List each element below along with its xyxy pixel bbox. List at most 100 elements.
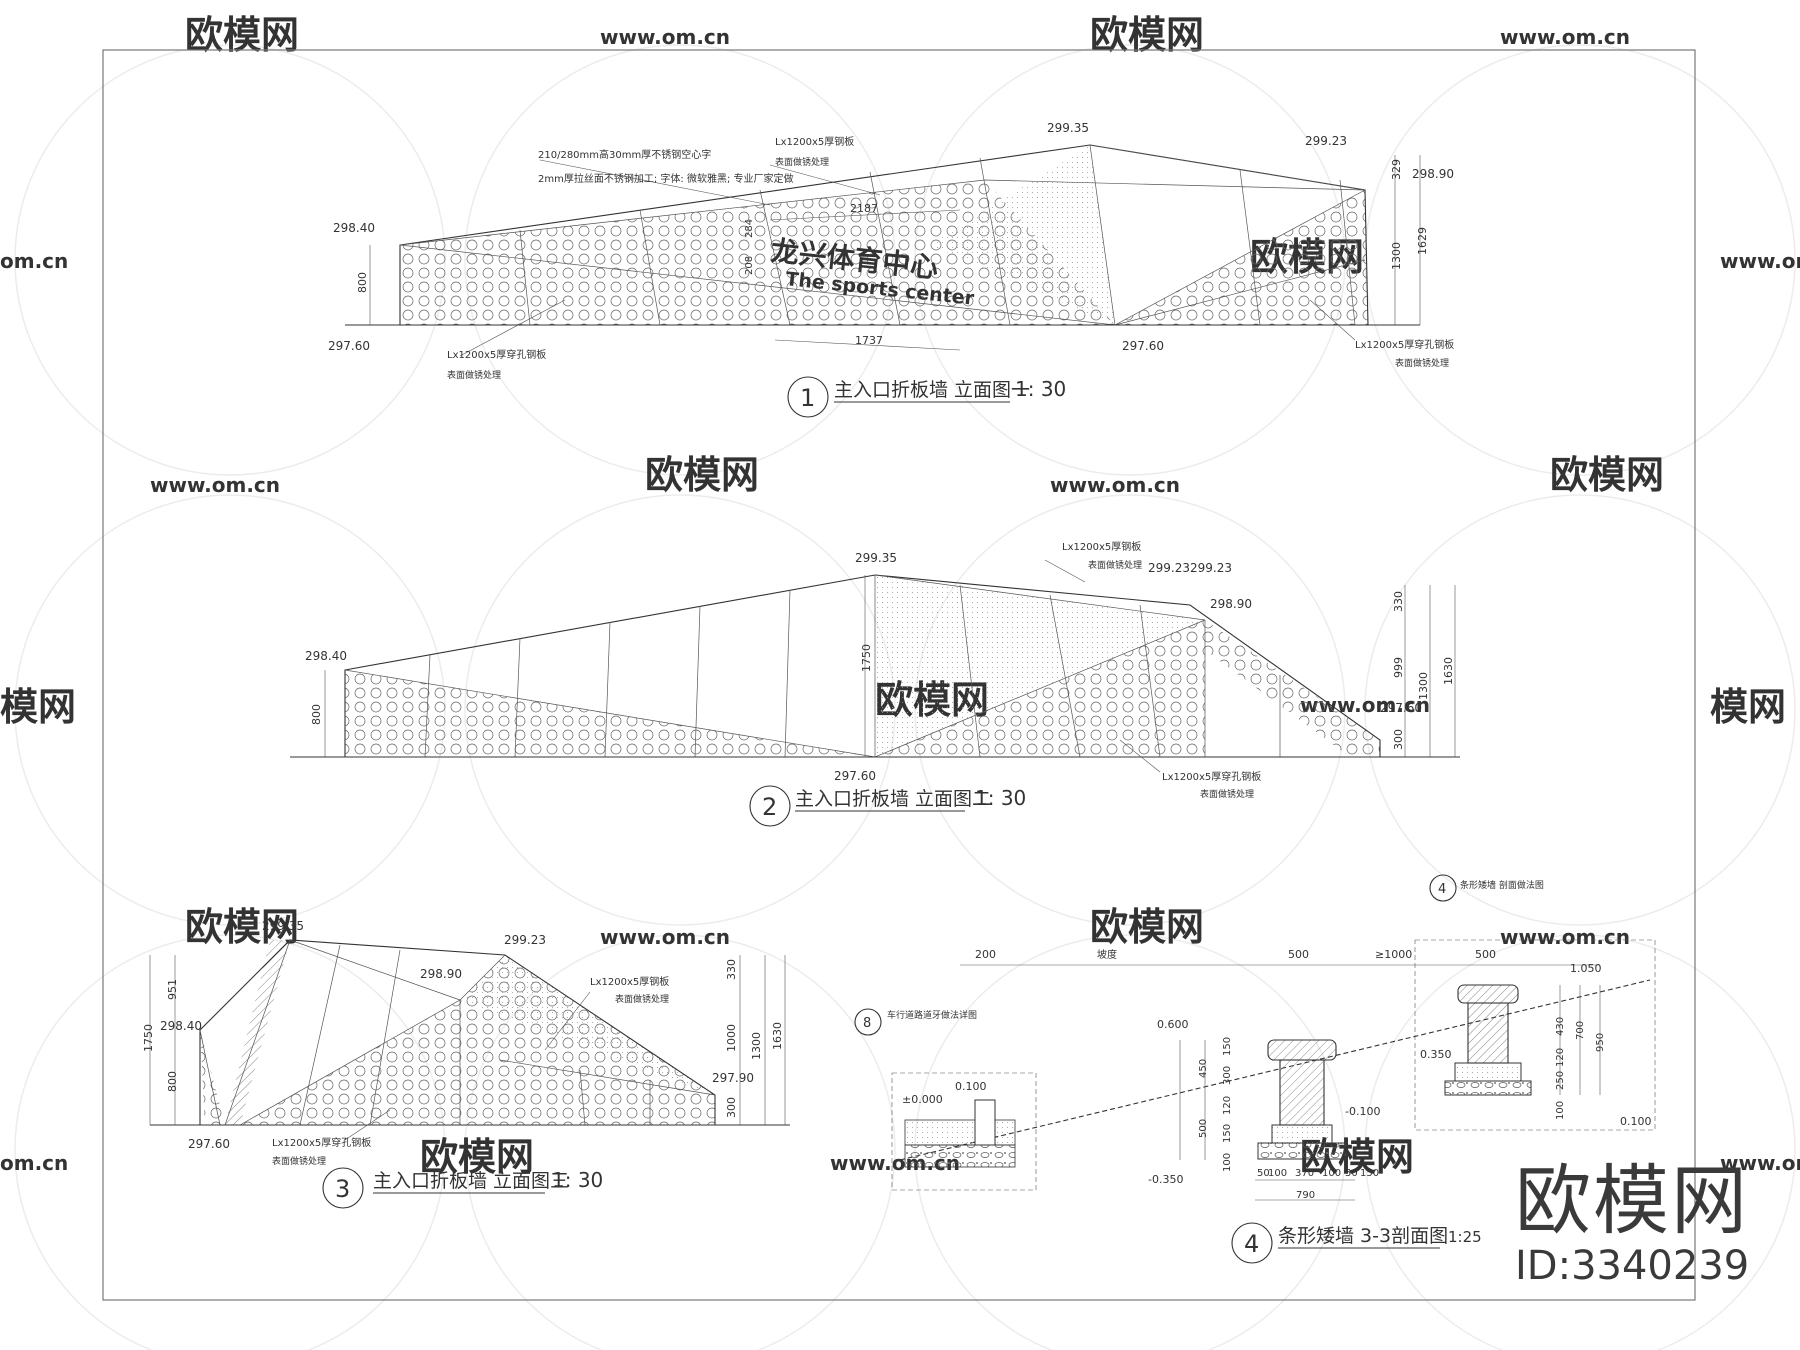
elev1-outline: [399, 144, 1369, 326]
dimension-label: 800: [356, 272, 369, 293]
view-number-circle: [322, 1167, 364, 1209]
watermark-brand-partial: 模网: [0, 685, 76, 729]
brand-watermark: 欧模网 ID:3340239: [1515, 1160, 1755, 1290]
level-label: 297.60: [188, 1137, 230, 1151]
level-label: 299.23: [1190, 561, 1232, 575]
section-4: 8 车行道路道牙做法详图 4 条形矮墙 剖面做法图 ±0.000 0.100 0…: [854, 874, 1656, 1264]
level-label: 298.40: [160, 1019, 202, 1033]
dimension-label: 999: [1392, 657, 1405, 678]
dimension-label: 100: [1268, 1168, 1287, 1179]
elevation-1-title: 主入口折板墙 立面图一: [834, 379, 1030, 401]
scale-label: 1: 30: [1015, 377, 1066, 401]
level-label: ±0.000: [902, 1093, 943, 1106]
watermark-url-partial: om.cn: [0, 1151, 68, 1175]
leader-line: [539, 159, 771, 206]
wall-coping-detail: [1457, 984, 1519, 1004]
level-label: 299.23: [1148, 561, 1190, 575]
level-label: 0.600: [1157, 1018, 1189, 1031]
wall-footing: [1271, 1124, 1333, 1144]
watermark-url: www.om.cn: [1500, 925, 1630, 949]
note-perf-plate: Lx1200x5厚穿孔钢板: [447, 348, 546, 361]
dimension-label: 208: [744, 256, 755, 275]
detail-ref-circle: [854, 1008, 882, 1036]
dimension-label: 500: [1198, 1119, 1209, 1138]
note-plate: Lx1200x5厚钢板: [775, 135, 854, 148]
detail-ref-text: 条形矮墙 剖面做法图: [1460, 879, 1544, 891]
watermark-brand-partial: 模网: [1710, 685, 1786, 729]
level-label: 297.60: [1380, 701, 1422, 715]
wall-body-detail: [1467, 1002, 1509, 1064]
gravel-layer: [904, 1144, 1016, 1168]
curb-stone: [974, 1099, 996, 1146]
dimension-label: 950: [1595, 1033, 1606, 1052]
road-base-layer: [904, 1119, 1016, 1146]
level-label: 299.35: [855, 551, 897, 565]
sloped-ground-line: [899, 979, 1651, 1161]
elev1-dotted-panel: [930, 145, 1115, 325]
note-plate: Lx1200x5厚钢板: [1062, 540, 1141, 553]
watermark-url-partial: www.om.cn: [1720, 249, 1800, 273]
scale-label: 1:25: [1448, 1228, 1482, 1246]
view-number-circle: [749, 785, 791, 827]
sheet-frame: [102, 49, 1696, 1301]
dimension-label: 370: [1295, 1168, 1314, 1179]
brand-watermark-id: ID:3340239: [1515, 1243, 1750, 1289]
level-label: 0.100: [955, 1080, 987, 1093]
dimension-label: 1630: [771, 1022, 784, 1050]
dimension-label: 1300: [750, 1032, 763, 1060]
dimension-label: 120: [1555, 1048, 1566, 1067]
level-label: -0.100: [1345, 1105, 1380, 1118]
elevation-1: 龙兴体育中心 The sports center 210/280mm高30mm厚…: [328, 121, 1454, 418]
view-number-circle: [1231, 1222, 1273, 1264]
wall-gravel-detail: [1444, 1080, 1532, 1096]
elevation-2-title: 主入口折板墙 立面图二: [795, 788, 991, 810]
level-label: 297.90: [712, 1071, 754, 1085]
dimension-label: 50: [1257, 1168, 1270, 1179]
note-finish: 表面做锈处理: [272, 1155, 326, 1167]
level-label: 297.60: [328, 339, 370, 353]
note-finish: 表面做锈处理: [775, 156, 829, 168]
level-label: 298.90: [1412, 167, 1454, 181]
elevation-2: Lx1200x5厚钢板 表面做锈处理 Lx1200x5厚穿孔钢板 表面做锈处理 …: [290, 540, 1460, 827]
level-label: 298.90: [420, 967, 462, 981]
leader-line: [1044, 559, 1086, 583]
leader-line: [459, 299, 566, 357]
dimension-label: 1629: [1416, 227, 1429, 255]
dimension-label: 150: [1360, 1168, 1379, 1179]
dimension-label: 300: [1222, 1066, 1233, 1085]
wall-footing-detail: [1454, 1062, 1522, 1082]
elev2-dimension-lines: [324, 575, 1456, 757]
scale-label: 1: 30: [552, 1168, 603, 1192]
scale-label: 1: 30: [975, 786, 1026, 810]
dimension-label: 150: [1222, 1124, 1233, 1143]
dimension-label: 300: [1392, 729, 1405, 750]
note-letter-spec2: 2mm厚拉丝面不锈钢加工; 字体: 微软雅黑; 专业厂家定做: [538, 172, 794, 185]
view-number-circle: [787, 376, 829, 418]
elev2-perforated-strip: [1205, 620, 1380, 757]
watermark-url: www.om.cn: [1500, 25, 1630, 49]
detail-ref-text: 车行道路道牙做法详图: [887, 1009, 977, 1021]
view-number: 3: [335, 1175, 350, 1203]
dimension-label: 790: [1296, 1190, 1315, 1201]
dimension-label: 284: [744, 219, 755, 238]
elev1-perforated-panel-right: [1115, 190, 1368, 325]
elevation-3-title: 主入口折板墙 立面图三: [373, 1170, 569, 1192]
level-label: 298.90: [1210, 597, 1252, 611]
dimension-label: 1300: [1390, 242, 1403, 270]
watermark-url: www.om.cn: [1050, 473, 1180, 497]
elev2-dotted-panel: [875, 575, 1205, 757]
elev3-folds: [199, 939, 716, 1126]
note-finish: 表面做锈处理: [1200, 788, 1254, 800]
level-label: 298.40: [305, 649, 347, 663]
wall-gravel-base: [1257, 1142, 1347, 1160]
elev1-dimension-lines: [369, 155, 1421, 351]
dimension-label: 1737: [855, 334, 883, 347]
level-label: 299.23: [504, 933, 546, 947]
dimension-label: 430: [1555, 1017, 1566, 1036]
note-finish: 表面做锈处理: [447, 369, 501, 381]
watermark-url: www.om.cn: [150, 473, 280, 497]
dimension-label: 100: [1322, 1168, 1341, 1179]
watermark-url-partial: www.om.cn: [1720, 1151, 1800, 1175]
dimension-label: 1750: [860, 644, 873, 672]
level-label: 1.050: [1570, 962, 1602, 975]
